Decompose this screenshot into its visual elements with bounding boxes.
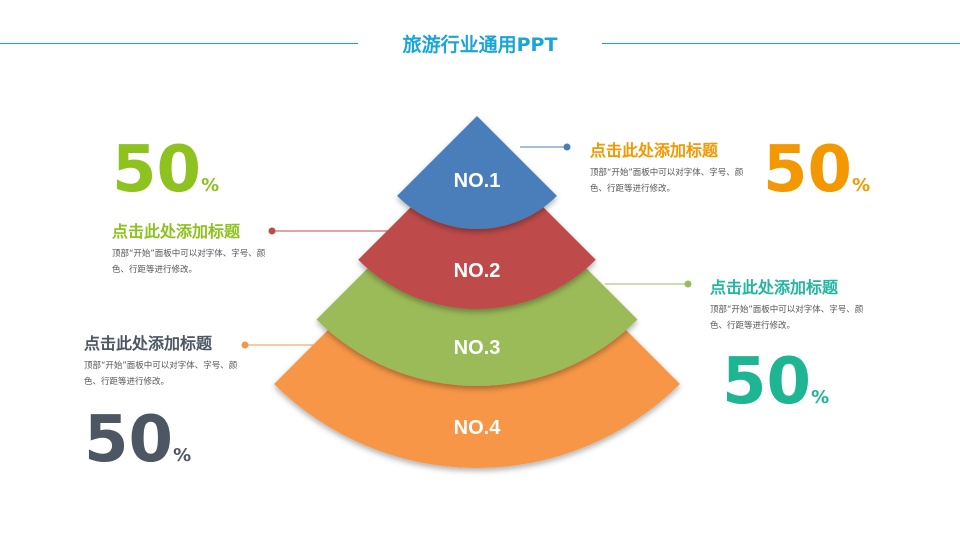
connector-dot-no1 [563, 143, 571, 151]
block-description: 顶部“开始”面板中可以对字体、字号、颜色、行距等进行修改。 [112, 249, 266, 275]
percent-stat-1: 50% [112, 133, 220, 207]
title-rule-right [602, 43, 960, 44]
connector-dot-no2 [268, 227, 276, 235]
block-heading[interactable]: 点击此处添加标题 [112, 222, 241, 241]
block-heading[interactable]: 点击此处添加标题 [590, 141, 719, 160]
page-title: 旅游行业通用PPT [402, 34, 558, 56]
pyramid-level-1 [397, 116, 557, 229]
pyramid-level-label: NO.1 [454, 170, 501, 192]
percent-stat-3: 50% [722, 345, 830, 419]
percent-stat-2: 50% [763, 133, 871, 207]
connector-dot-no3 [684, 280, 692, 288]
pyramid-level-label: NO.2 [454, 260, 501, 282]
percent-stat-4: 50% [84, 403, 192, 477]
info-block-4: 点击此处添加标题 顶部“开始”面板中可以对字体、字号、颜色、行距等进行修改。 [84, 330, 254, 390]
info-block-3: 点击此处添加标题 顶部“开始”面板中可以对字体、字号、颜色、行距等进行修改。 [710, 274, 880, 334]
block-description: 顶部“开始”面板中可以对字体、字号、颜色、行距等进行修改。 [84, 361, 238, 387]
block-heading[interactable]: 点击此处添加标题 [84, 334, 213, 353]
info-block-1: 点击此处添加标题 顶部“开始”面板中可以对字体、字号、颜色、行距等进行修改。 [112, 218, 282, 278]
pyramid-level-label: NO.4 [454, 417, 502, 439]
connector-dot-no4 [241, 341, 249, 349]
block-description: 顶部“开始”面板中可以对字体、字号、颜色、行距等进行修改。 [590, 168, 744, 194]
info-block-2: 点击此处添加标题 顶部“开始”面板中可以对字体、字号、颜色、行距等进行修改。 [590, 137, 760, 197]
title-rule-left [0, 43, 358, 44]
block-description: 顶部“开始”面板中可以对字体、字号、颜色、行距等进行修改。 [710, 305, 864, 331]
pyramid-level-label: NO.3 [454, 337, 501, 359]
block-heading[interactable]: 点击此处添加标题 [710, 278, 839, 297]
